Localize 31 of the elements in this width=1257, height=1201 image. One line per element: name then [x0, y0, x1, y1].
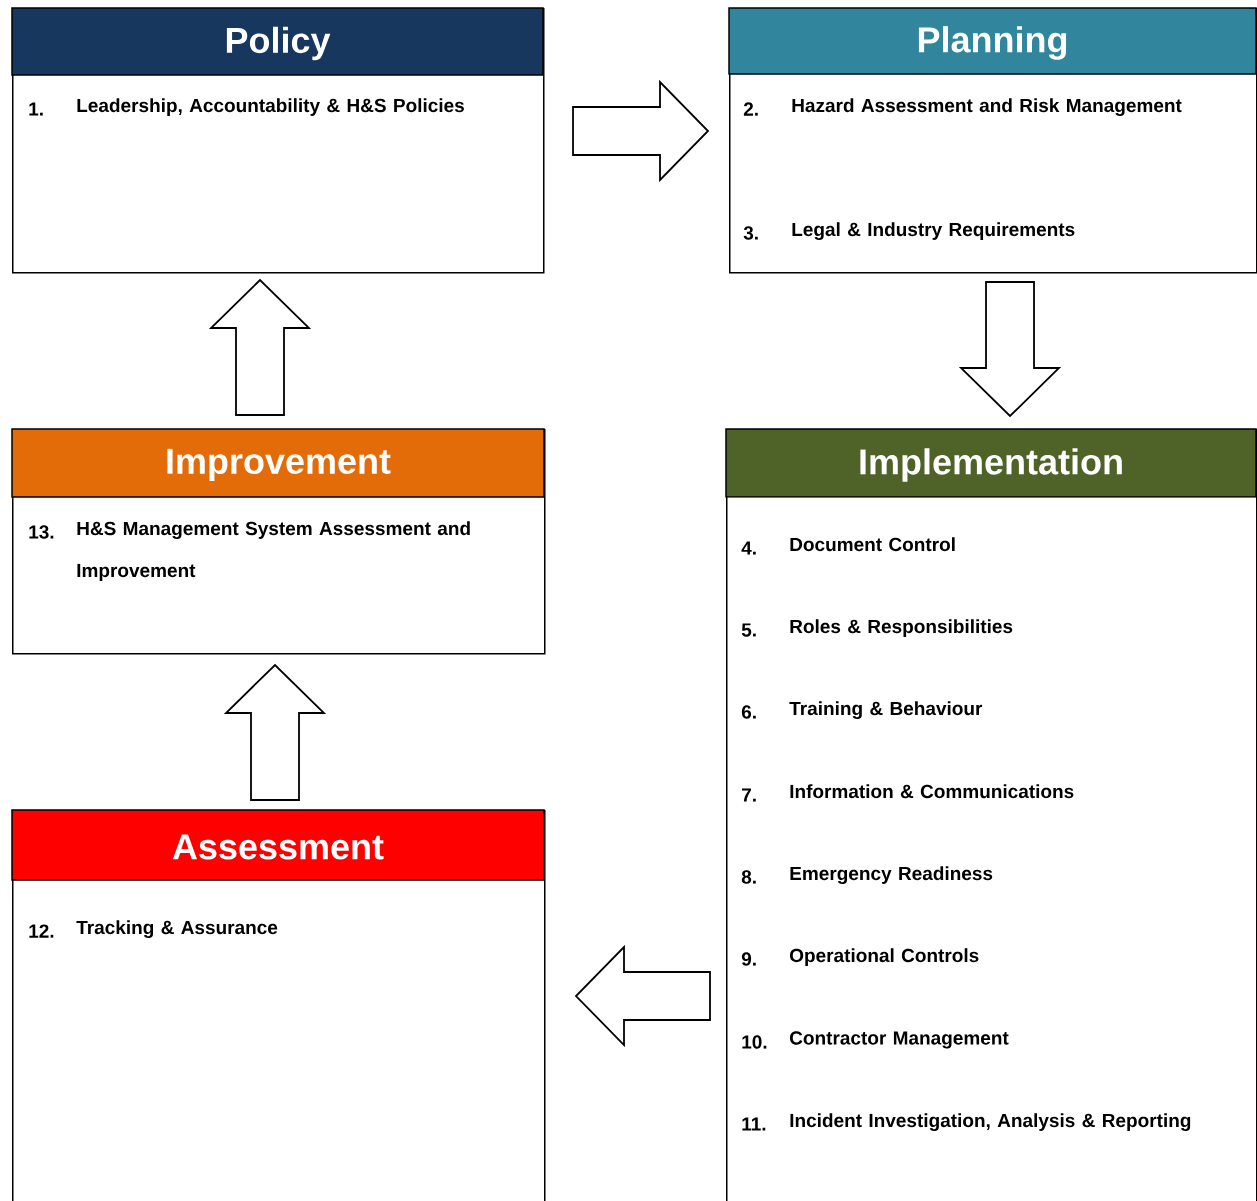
list-item: Document Control [790, 537, 955, 552]
list-number: 13. [29, 525, 54, 539]
list-number: 8. [741, 870, 756, 884]
list-number: 10. [742, 1035, 767, 1049]
list-item: Contractor Management [790, 1031, 1009, 1049]
block-arrow [208, 278, 312, 416]
block-arrow [958, 281, 1062, 418]
list-item: Training & Behaviour [789, 701, 983, 719]
list-item: Hazard Assessment and Risk Management [792, 98, 1182, 116]
list-number: 1. [29, 102, 43, 116]
list-item: Roles & Responsibilities [790, 619, 1013, 637]
list-number: 5. [741, 623, 756, 637]
list-number: 7. [742, 788, 756, 802]
list-number: 4. [741, 541, 756, 555]
list-item: Incident Investigation, Analysis & Reporting [790, 1113, 1191, 1131]
list-number: 11. [742, 1117, 766, 1131]
block-arrow [572, 79, 710, 183]
list-number: 6. [741, 705, 756, 719]
list-item: Tracking & Assurance [76, 920, 278, 938]
list-item: Legal & Industry Requirements [792, 222, 1075, 240]
list-number: 9. [741, 952, 756, 966]
block-arrow [574, 944, 711, 1048]
list-number: 12. [29, 924, 54, 938]
list-item: Leadership, Accountability & H&S Policies [77, 98, 464, 116]
list-item: Information & Communications [790, 784, 1074, 799]
list-item: Operational Controls [790, 948, 979, 966]
list-item: H&S Management System Assessment and Improvement [77, 521, 470, 581]
list-number: 3. [743, 226, 758, 240]
list-number: 2. [743, 102, 758, 116]
list-item: Emergency Readiness [790, 866, 993, 884]
block-arrow [223, 663, 327, 801]
